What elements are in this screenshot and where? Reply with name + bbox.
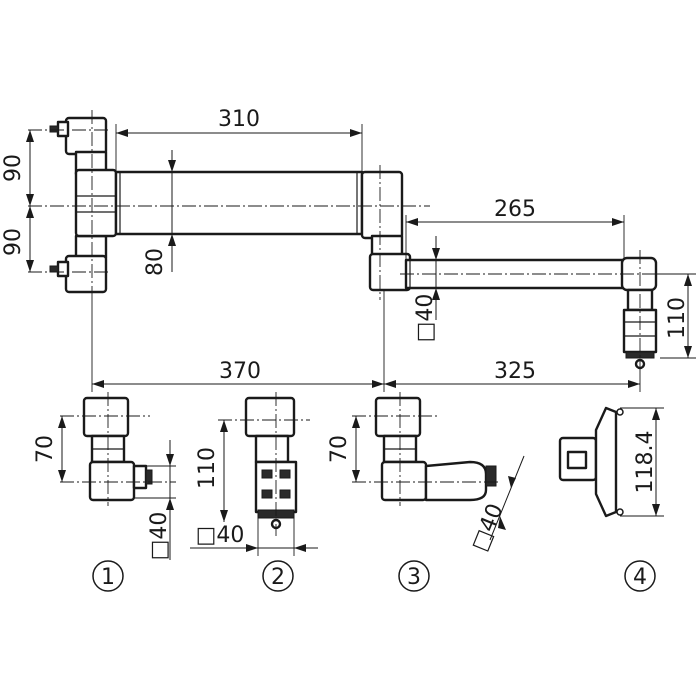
marker-2-label: 2	[271, 565, 285, 590]
marker-1-label: 1	[101, 565, 115, 590]
dimension-90-lower: 90	[1, 206, 34, 272]
dimension-325: 325	[384, 359, 641, 392]
dim-text-310: 310	[218, 107, 260, 132]
main-arm	[114, 170, 364, 236]
marker-3-label: 3	[407, 565, 421, 590]
marker-1: 1	[92, 560, 124, 592]
marker-4: 4	[624, 560, 656, 592]
dimension-310: 310	[115, 107, 363, 172]
dimension-40-extension: □40	[413, 236, 440, 342]
marker-3: 3	[398, 560, 430, 592]
dim-text-80: 80	[143, 248, 168, 276]
detail-2-profile: □40	[196, 523, 245, 548]
detail-3: 70 □40	[327, 392, 525, 555]
detail-1: 70 □40	[33, 392, 176, 560]
dimension-370: 370	[91, 290, 385, 392]
dim-text-265: 265	[494, 197, 536, 222]
dimension-110-drop: 110	[656, 273, 696, 359]
detail-2: 110 □40	[190, 392, 318, 556]
dim-text-370: 370	[219, 359, 261, 384]
left-hub	[74, 168, 118, 238]
detail-4-height: 118.4	[633, 431, 658, 494]
dim-text-90-upper: 90	[1, 154, 26, 182]
left-column	[49, 116, 108, 294]
dim-text-110-drop: 110	[665, 297, 690, 339]
marker-2: 2	[262, 560, 294, 592]
dim-text-40-extension: □40	[413, 294, 438, 343]
dimension-90-upper: 90	[1, 130, 34, 206]
dim-text-90-lower: 90	[1, 228, 26, 256]
detail-1-profile: □40	[147, 512, 172, 561]
marker-4-label: 4	[633, 565, 647, 590]
dimension-265: 265	[405, 197, 625, 260]
detail-1-height: 70	[33, 435, 58, 463]
detail-4: 118.4	[558, 406, 664, 518]
dim-text-325: 325	[494, 359, 536, 384]
detail-3-height: 70	[327, 435, 352, 463]
right-hub	[360, 170, 404, 240]
detail-2-height: 110	[195, 447, 220, 489]
dimension-80: 80	[143, 150, 176, 276]
main-assembly	[28, 110, 670, 372]
